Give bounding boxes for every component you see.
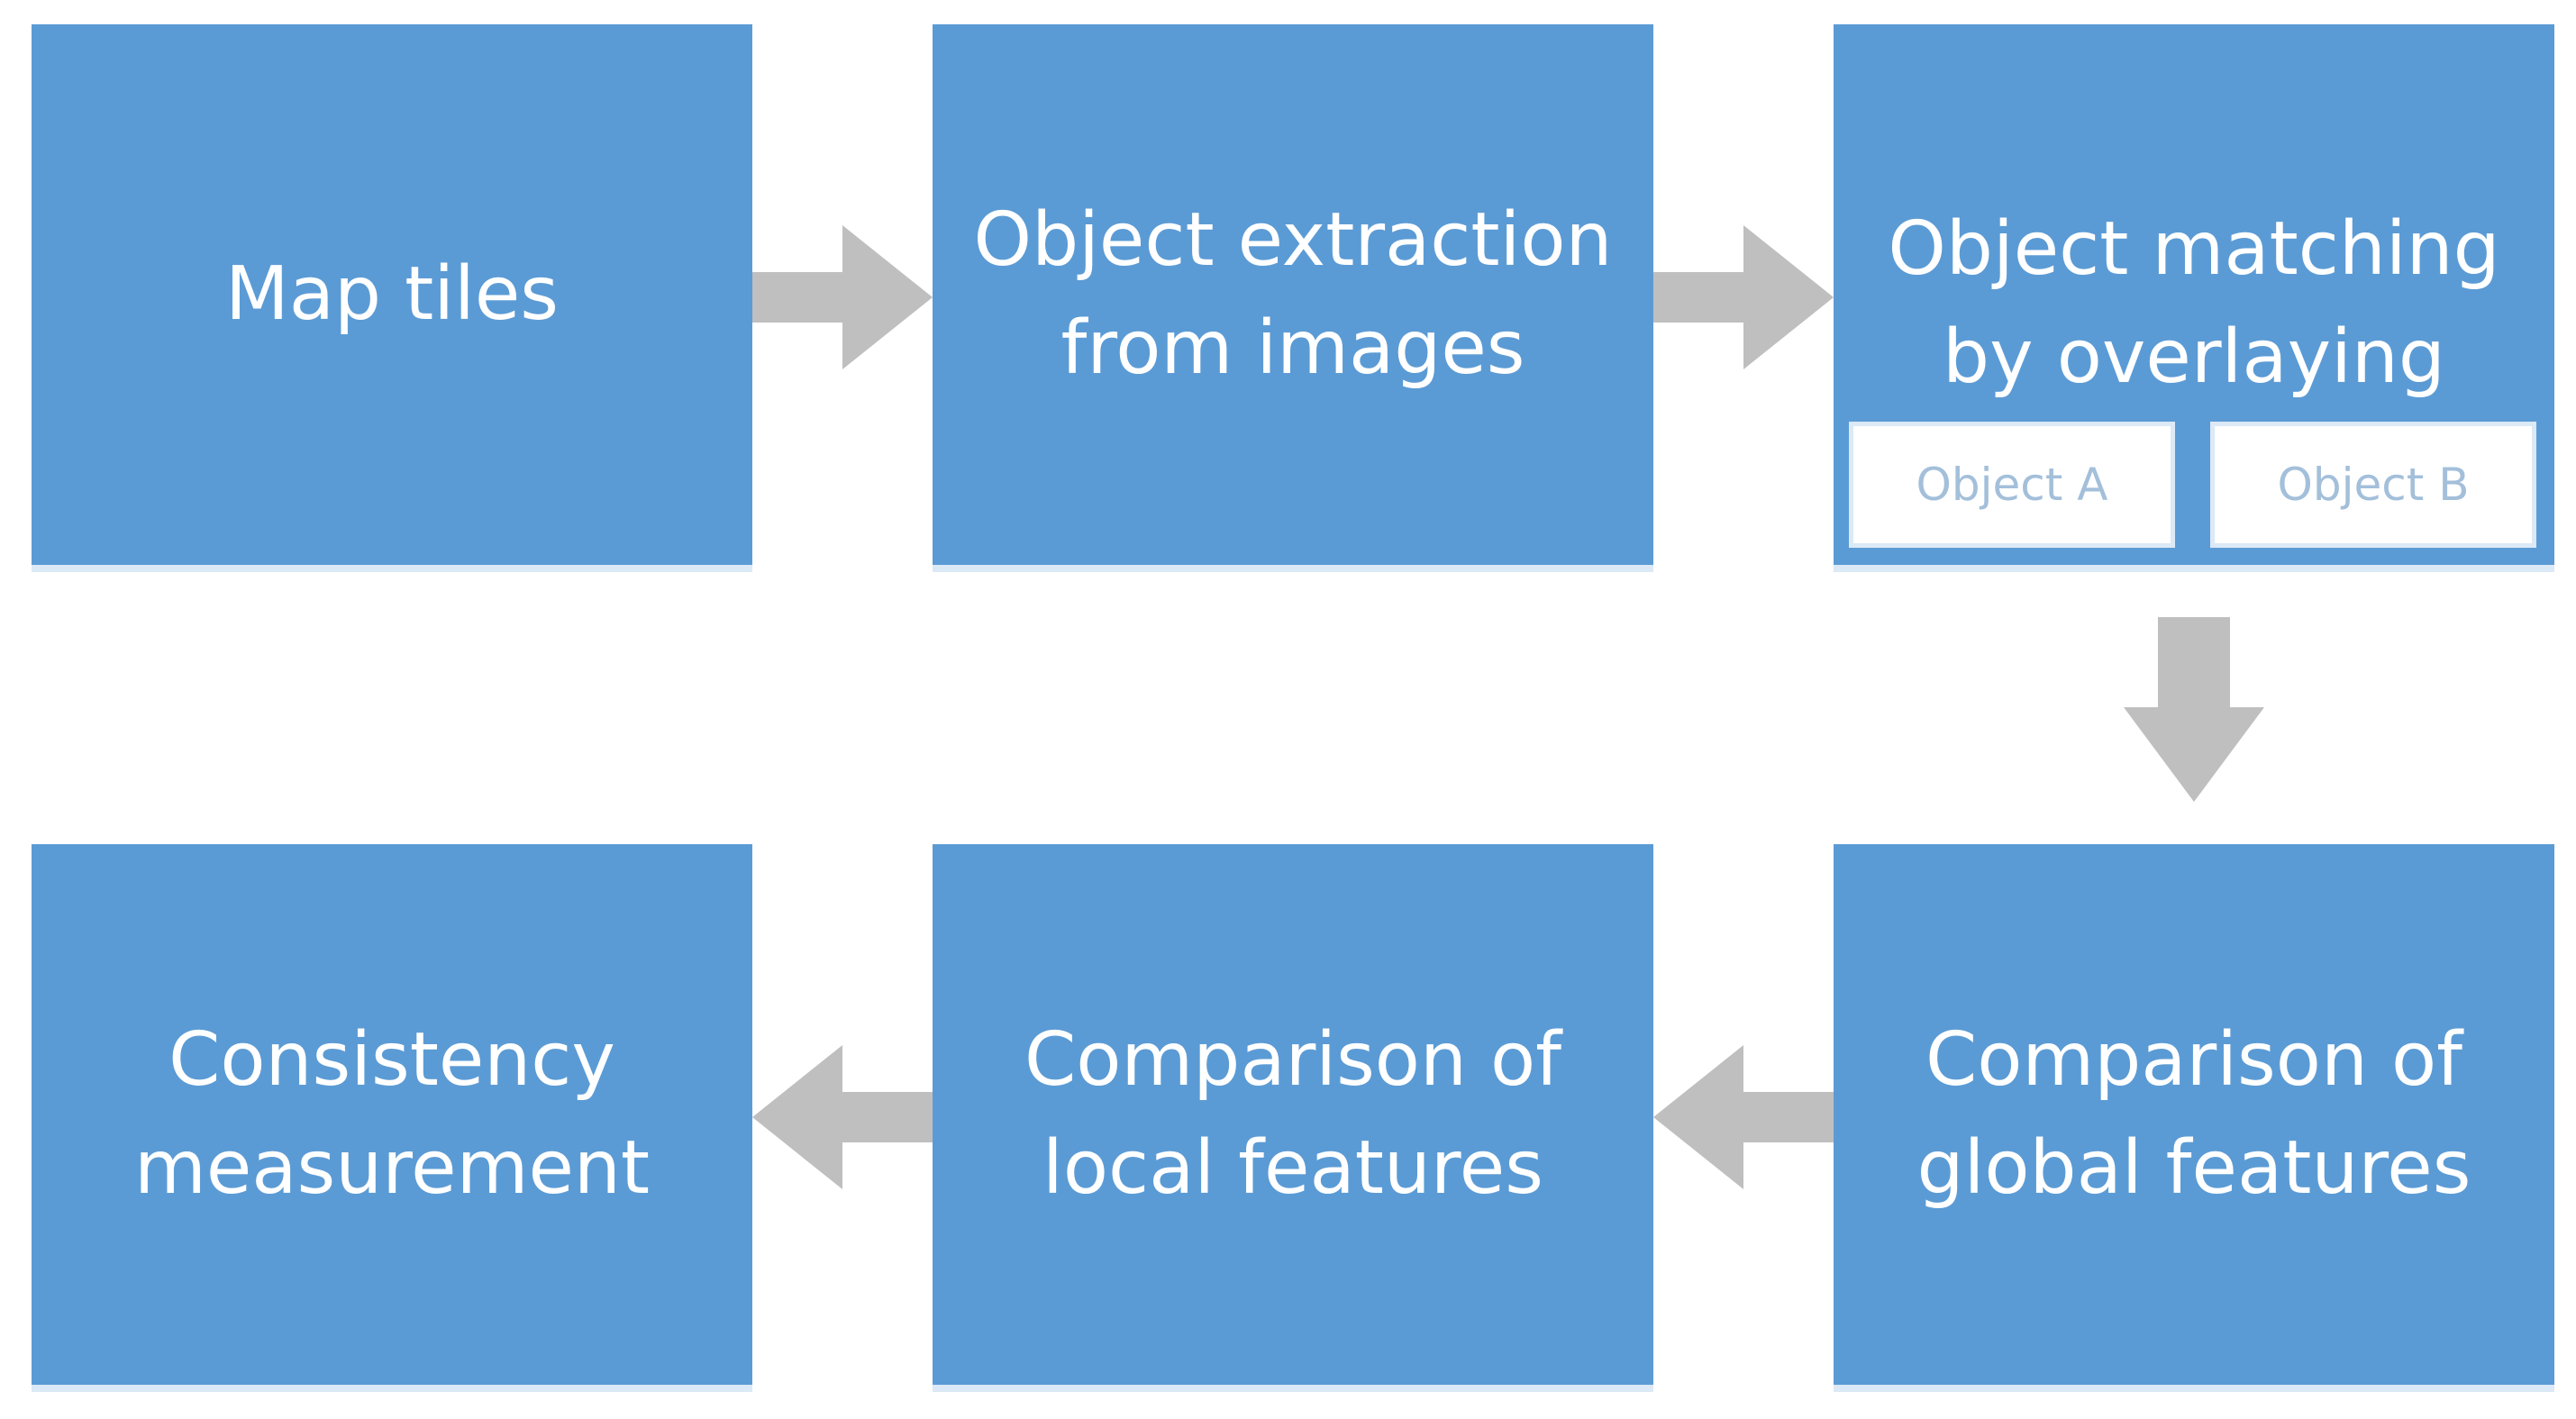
node-object-extraction: Object extraction from images — [933, 24, 1653, 565]
arrow-left-icon — [1653, 1045, 1834, 1189]
arrow-left-icon — [752, 1045, 933, 1189]
node-map-tiles: Map tiles — [32, 24, 752, 565]
node-label-object-extraction: Object extraction from images — [973, 197, 1613, 391]
sub-box-object-b: Object B — [2210, 422, 2536, 548]
node-label-map-tiles: Map tiles — [224, 251, 559, 337]
arrow-right-icon — [1653, 225, 1834, 369]
node-label-global-features: Comparison of global features — [1916, 1017, 2471, 1211]
arrow-down-icon — [2124, 617, 2264, 802]
sub-box-label-object-a: Object A — [1916, 459, 2108, 511]
node-consistency-measurement: Consistency measurement — [32, 844, 752, 1385]
node-label-object-matching: Object matching by overlaying — [1888, 206, 2500, 400]
sub-box-label-object-b: Object B — [2277, 459, 2470, 511]
node-label-local-features: Comparison of local features — [1024, 1017, 1562, 1211]
node-global-features: Comparison of global features — [1834, 844, 2554, 1385]
sub-box-object-a: Object A — [1849, 422, 2175, 548]
arrow-right-icon — [752, 225, 933, 369]
node-local-features: Comparison of local features — [933, 844, 1653, 1385]
node-label-consistency: Consistency measurement — [133, 1017, 651, 1211]
